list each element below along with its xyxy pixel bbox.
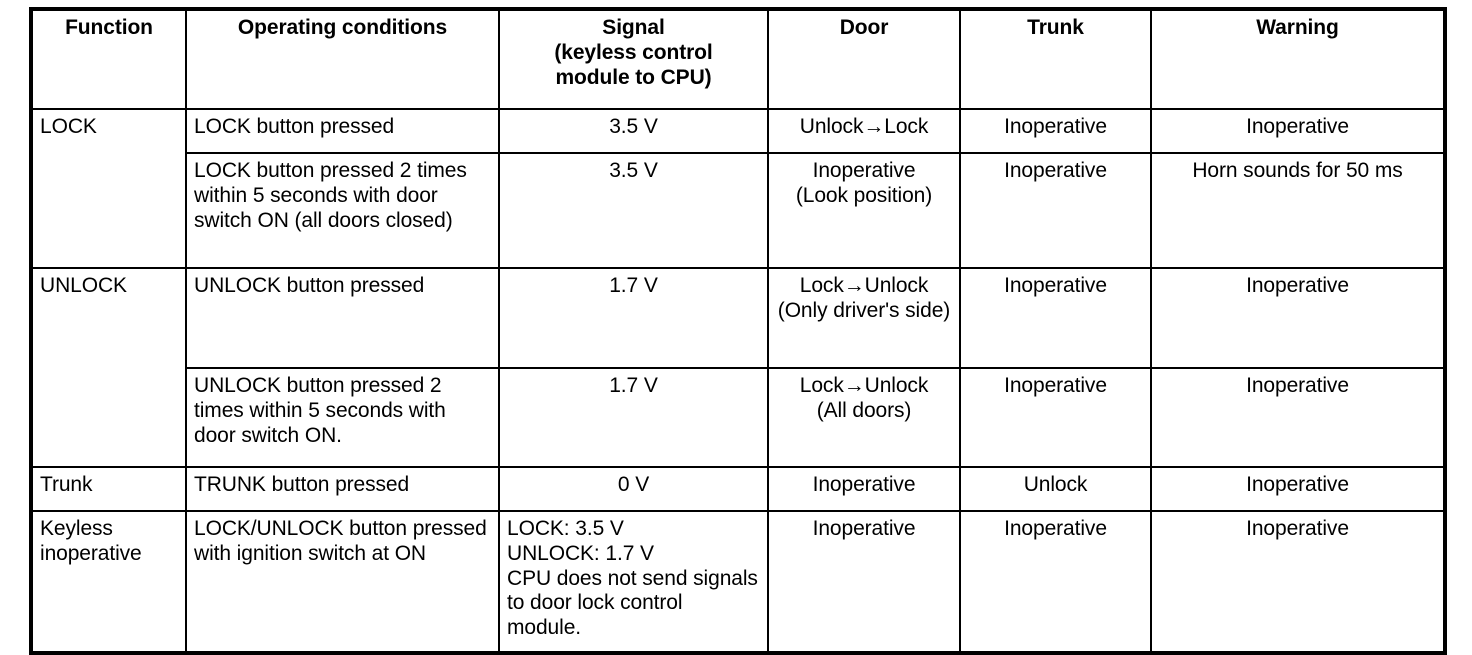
column-header-operating-conditions: Operating conditions bbox=[185, 8, 500, 110]
cell-function-keyless-inoperative: Keyless inoperative bbox=[30, 510, 187, 654]
keyless-entry-operation-table: Function Operating conditions Signal (ke… bbox=[29, 7, 1447, 655]
cell-signal-keyless-inoperative: LOCK: 3.5 V UNLOCK: 1.7 V CPU does not s… bbox=[498, 510, 769, 654]
cell-door-unlock-1: Lock→Unlock (Only driver's side) bbox=[767, 267, 961, 369]
cell-door-trunk: Inoperative bbox=[767, 466, 961, 512]
cell-signal-lock-1: 3.5 V bbox=[498, 108, 769, 154]
cell-trunk-lock-2: Inoperative bbox=[959, 152, 1152, 269]
cell-conditions-keyless-inoperative: LOCK/UNLOCK button pressed with ignition… bbox=[185, 510, 500, 654]
cell-function-lock: LOCK bbox=[30, 108, 187, 269]
cell-trunk-trunk: Unlock bbox=[959, 466, 1152, 512]
cell-trunk-lock-1: Inoperative bbox=[959, 108, 1152, 154]
cell-conditions-trunk: TRUNK button pressed bbox=[185, 466, 500, 512]
cell-warning-lock-1: Inoperative bbox=[1150, 108, 1446, 154]
table-row: UNLOCK UNLOCK button pressed 1.7 V Lock→… bbox=[30, 267, 1446, 468]
cell-warning-trunk: Inoperative bbox=[1150, 466, 1446, 512]
table-row: LOCK button pressed 2 times within 5 sec… bbox=[31, 152, 1446, 269]
cell-trunk-unlock-1: Inoperative bbox=[959, 267, 1152, 369]
column-header-door: Door bbox=[767, 8, 961, 110]
cell-door-unlock-2: Lock→Unlock (All doors) bbox=[767, 367, 961, 468]
cell-warning-keyless-inoperative: Inoperative bbox=[1150, 510, 1446, 654]
cell-door-lock-2: Inoperative (Look position) bbox=[767, 152, 961, 269]
cell-door-keyless-inoperative: Inoperative bbox=[767, 510, 961, 654]
cell-function-trunk: Trunk bbox=[30, 466, 187, 512]
cell-function-unlock: UNLOCK bbox=[30, 267, 187, 468]
column-header-function: Function bbox=[30, 8, 187, 110]
cell-signal-lock-2: 3.5 V bbox=[498, 152, 769, 269]
column-header-warning: Warning bbox=[1150, 8, 1446, 110]
cell-door-lock-1: Unlock→Lock bbox=[767, 108, 961, 154]
cell-warning-unlock-2: Inoperative bbox=[1150, 367, 1446, 468]
column-header-trunk: Trunk bbox=[959, 8, 1152, 110]
table-row: LOCK LOCK button pressed 3.5 V Unlock→Lo… bbox=[30, 108, 1446, 269]
cell-trunk-keyless-inoperative: Inoperative bbox=[959, 510, 1152, 654]
table-row: Trunk TRUNK button pressed 0 V Inoperati… bbox=[30, 466, 1446, 512]
cell-conditions-lock-1: LOCK button pressed bbox=[185, 108, 500, 154]
cell-conditions-unlock-2: UNLOCK button pressed 2 times within 5 s… bbox=[185, 367, 500, 468]
cell-signal-unlock-2: 1.7 V bbox=[498, 367, 769, 468]
column-header-signal: Signal (keyless control module to CPU) bbox=[498, 8, 769, 110]
cell-signal-unlock-1: 1.7 V bbox=[498, 267, 769, 369]
table-row: UNLOCK button pressed 2 times within 5 s… bbox=[31, 367, 1446, 468]
table-header-row: Function Operating conditions Signal (ke… bbox=[30, 8, 1446, 110]
cell-conditions-lock-2: LOCK button pressed 2 times within 5 sec… bbox=[185, 152, 500, 269]
cell-warning-unlock-1: Inoperative bbox=[1150, 267, 1446, 369]
cell-trunk-unlock-2: Inoperative bbox=[959, 367, 1152, 468]
cell-conditions-unlock-1: UNLOCK button pressed bbox=[185, 267, 500, 369]
cell-warning-lock-2: Horn sounds for 50 ms bbox=[1150, 152, 1446, 269]
cell-signal-trunk: 0 V bbox=[498, 466, 769, 512]
table-row: Keyless inoperative LOCK/UNLOCK button p… bbox=[30, 510, 1446, 654]
